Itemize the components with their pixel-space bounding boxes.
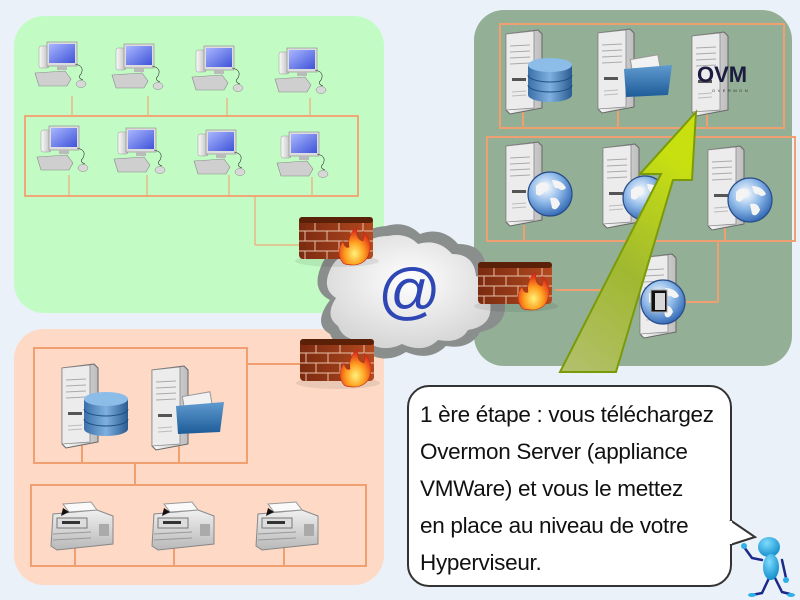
ovm-logo-text: OVM xyxy=(697,62,747,87)
printer-3 xyxy=(255,501,319,551)
ovm-server: OVM OVERMON xyxy=(691,31,750,117)
callout-line-1: 1 ère étape : vous téléchargez xyxy=(420,402,714,427)
workstation-2 xyxy=(111,43,164,90)
printer-2 xyxy=(151,501,215,551)
web-server-3 xyxy=(707,145,773,231)
at-symbol-icon: @ xyxy=(378,257,441,326)
ovm-logo-subtext: OVERMON xyxy=(712,88,750,93)
workstation-5 xyxy=(36,125,89,172)
firewall-dmz xyxy=(473,261,559,313)
workstation-1 xyxy=(34,41,87,88)
workstation-4 xyxy=(274,47,327,94)
callout-text: 1 ère étape : vous téléchargez Overmon S… xyxy=(420,396,730,581)
callout-line-2: Overmon Server (appliance xyxy=(420,439,688,464)
firewall-servers xyxy=(295,338,381,390)
workstation-7 xyxy=(193,129,246,176)
database-server-lan xyxy=(61,363,129,449)
printer-1 xyxy=(50,501,114,551)
file-server-dmz xyxy=(597,28,673,114)
deploy-arrow-icon xyxy=(558,109,698,373)
callout-line-5: Hyperviseur. xyxy=(420,550,542,575)
callout-line-4: en place au niveau de votre xyxy=(420,513,689,538)
workstation-3 xyxy=(191,45,244,92)
workstation-6 xyxy=(113,127,166,174)
workstation-8 xyxy=(276,131,329,178)
file-server-lan xyxy=(151,365,225,451)
database-server-dmz xyxy=(505,29,573,115)
web-gateway-server xyxy=(639,253,686,339)
speech-bubble xyxy=(407,385,732,587)
callout-line-3: VMWare) et vous le mettez xyxy=(420,476,683,501)
lan-links xyxy=(24,96,359,246)
firewall-lan xyxy=(294,216,380,268)
web-server-1 xyxy=(505,141,573,227)
